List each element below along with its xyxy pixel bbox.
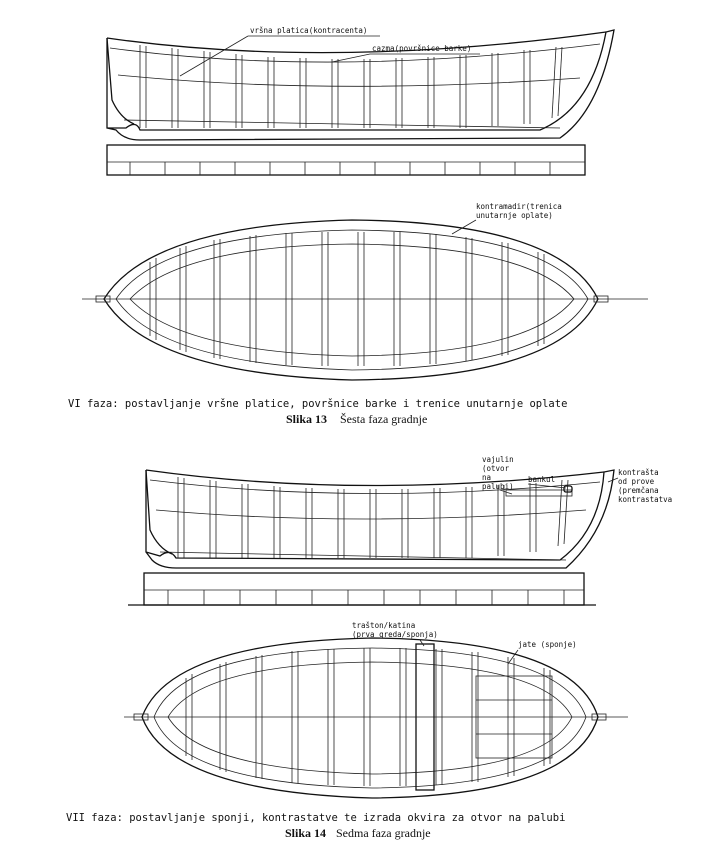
- fig13-stand: [106, 144, 586, 176]
- fig14-label-beams: jate (sponje): [518, 640, 577, 649]
- fig14-hatch-opening: [475, 675, 553, 759]
- fig13-plan-ribs: [149, 232, 545, 366]
- fig13-label-inner-stringer-2: unutarnje oplate): [476, 211, 553, 220]
- fig14-first-beam: [415, 643, 435, 791]
- fig14-label-hatch-4: palubi): [482, 482, 514, 491]
- fig14-label-bitt: bankul: [528, 475, 555, 484]
- fig13-keel-line: [123, 119, 561, 129]
- fig14-plan-view: trašton/katina (prva greda/sponja) jate …: [124, 621, 628, 799]
- fig14-bitt: [563, 485, 573, 493]
- fig14-side-view: vajulin (otvor na palubi) bankul kontraš…: [128, 455, 672, 606]
- fig13-label-top-plank: vršna platica(kontracenta): [250, 26, 367, 35]
- fig14-stringer-plan: [167, 661, 573, 775]
- fig13-caption-number: Slika 13: [286, 412, 327, 426]
- fig13-side-view: vršna platica(kontracenta) cazma(površni…: [106, 26, 615, 176]
- fig14-hull-plan-outer: [141, 637, 599, 799]
- fig13-stern-post: [106, 37, 135, 125]
- fig14-stand-blocks: [167, 590, 565, 605]
- fig14-sheer-line: [145, 469, 605, 487]
- fig14-stern-post: [145, 469, 173, 555]
- fig14-label-stem-1: kontrašta: [618, 468, 659, 477]
- fig14-hull-plan-inner: [153, 647, 587, 789]
- fig13-label-inner-stringer-1: kontramadir(trenica: [476, 202, 562, 211]
- fig14-label-thwart-1: trašton/katina: [352, 621, 415, 630]
- fig13-hull-plan-outer: [103, 219, 599, 381]
- fig14-label-hatch-2: (otvor: [482, 464, 510, 473]
- fig13-stringer-plan: [129, 243, 575, 357]
- fig13-gunwale-line: [109, 43, 601, 63]
- fig14-label-thwart-2: (prva greda/sponja): [352, 630, 438, 639]
- fig14-label-hatch-3: na: [482, 473, 491, 482]
- fig14-caption-number: Slika 14: [285, 826, 326, 840]
- fig14-label-stem-2: od prove: [618, 477, 655, 486]
- fig14-hatch-frame: [505, 489, 573, 497]
- fig13-sheer-line: [106, 31, 607, 54]
- fig14-label-stem-4: kontrastatva: [618, 495, 672, 504]
- fig14-phase-caption: VII faza: postavljanje sponji, kontrasta…: [66, 812, 565, 824]
- fig14-ribs: [177, 477, 569, 558]
- fig13-stand-blocks: [129, 162, 551, 175]
- fig14-caption-text: Sedma faza gradnje: [336, 826, 431, 840]
- fig14-stand: [143, 572, 585, 606]
- fig13-stringer: [117, 74, 581, 87]
- fig14-stringer: [155, 509, 587, 520]
- fig14-plan-ribs: [185, 648, 551, 786]
- fig13-caption-text: Šesta faza gradnje: [340, 412, 427, 426]
- fig13-plan-view: kontramadir(trenica unutarnje oplate): [82, 202, 648, 381]
- fig13-hull-plan-inner: [115, 229, 589, 371]
- fig13-phase-caption: VI faza: postavljanje vršne platice, pov…: [68, 398, 567, 410]
- fig14-label-stem-3: (premčana: [618, 486, 659, 495]
- fig14-gunwale-line: [149, 479, 601, 494]
- fig14-label-hatch-1: vajulin: [482, 455, 514, 464]
- fig14-keel-line: [159, 551, 567, 561]
- fig13-ribs: [139, 45, 563, 128]
- fig13-label-gunwale: cazma(površnice barke): [372, 44, 471, 53]
